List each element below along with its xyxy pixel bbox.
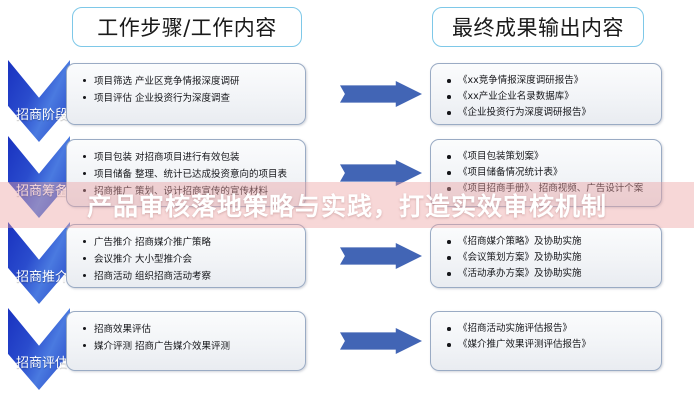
arrow-right-icon [340,160,422,186]
connector-arrow-3 [340,243,422,269]
connector-arrow-1 [340,81,422,107]
work-box-4: 招商效果评估 媒介评测 招商广告媒介效果评测 [66,311,306,371]
arrow-right-icon [340,328,422,354]
list-item: 项目筛选 产业区竞争情报深度调研 [83,73,293,90]
output-box-2: 《项目包装策划案》 《项目储备情况统计表》 《项目招商手册》、招商视频、广告设计… [430,139,662,207]
work-bullet-list-4: 招商效果评估 媒介评测 招商广告媒介效果评测 [83,321,293,355]
work-bullet-list-2: 项目包装 对招商项目进行有效包装 项目储备 整理、统计已达成投资意向的项目表 招… [83,149,293,200]
stage-label-1: 招商阶段 [15,108,68,123]
list-item: 《招商媒介策略》及协助实施 [447,234,649,250]
chevron-down-icon [8,308,70,390]
output-bullet-list-2: 《项目包装策划案》 《项目储备情况统计表》 《项目招商手册》、招商视频、广告设计… [447,149,649,197]
column-header-final-output: 最终成果输出内容 [432,7,644,47]
list-item: 招商效果评估 [83,321,293,338]
output-box-1: 《xx竞争情报深度调研报告》 《xx产业企业名录数据库》 《企业投资行为深度调研… [430,63,662,125]
list-item: 《项目包装策划案》 [447,149,649,165]
list-item: 项目评估 企业投资行为深度调查 [83,90,293,107]
work-bullet-list-1: 项目筛选 产业区竞争情报深度调研 项目评估 企业投资行为深度调查 [83,73,293,107]
connector-arrow-2 [340,160,422,186]
arrow-right-icon [340,81,422,107]
output-box-3: 《招商媒介策略》及协助实施 《会议策划方案》及协助实施 《活动承办方案》及协助实… [430,224,662,288]
work-box-1: 项目筛选 产业区竞争情报深度调研 项目评估 企业投资行为深度调查 [66,63,306,125]
stage-label-3: 招商推介 [15,270,68,285]
stage-label-4: 招商评估 [15,356,68,371]
output-bullet-list-3: 《招商媒介策略》及协助实施 《会议策划方案》及协助实施 《活动承办方案》及协助实… [447,234,649,282]
list-item: 《活动承办方案》及协助实施 [447,266,649,282]
work-bullet-list-3: 广告推介 招商媒介推广策略 会议推介 大小型推介会 招商活动 组织招商活动考察 [83,234,293,285]
list-item: 广告推介 招商媒介推广策略 [83,234,293,251]
list-item: 项目储备 整理、统计已达成投资意向的项目表 [83,166,293,183]
stage-chevron-3: 招商推介 [8,222,70,304]
stage-chevron-2: 招商筹备 [8,136,70,218]
list-item: 《招商活动实施评估报告》 [447,321,649,337]
chevron-down-icon [8,136,70,218]
list-item: 《媒介推广效果评测评估报告》 [447,337,649,353]
list-item: 会议推介 大小型推介会 [83,251,293,268]
stage-chevron-4: 招商评估 [8,308,70,390]
list-item: 《会议策划方案》及协助实施 [447,250,649,266]
stage-label-2: 招商筹备 [15,184,68,199]
list-item: 项目包装 对招商项目进行有效包装 [83,149,293,166]
stage-chevron-1: 招商阶段 [8,60,70,142]
list-item: 招商活动 组织招商活动考察 [83,268,293,285]
list-item: 《项目储备情况统计表》 [447,165,649,181]
list-item: 招商推广 策划、设计招商宣传的宣传材料 [83,183,293,200]
output-bullet-list-1: 《xx竞争情报深度调研报告》 《xx产业企业名录数据库》 《企业投资行为深度调研… [447,73,649,121]
list-item: 媒介评测 招商广告媒介效果评测 [83,338,293,355]
list-item: 《xx产业企业名录数据库》 [447,89,649,105]
output-bullet-list-4: 《招商活动实施评估报告》 《媒介推广效果评测评估报告》 [447,321,649,353]
chevron-down-icon [8,60,70,142]
list-item: 《项目招商手册》、招商视频、广告设计个案 [447,181,649,197]
list-item: 《企业投资行为深度调研报告》 [447,105,649,121]
chevron-down-icon [8,222,70,304]
work-box-3: 广告推介 招商媒介推广策略 会议推介 大小型推介会 招商活动 组织招商活动考察 [66,224,306,288]
output-box-4: 《招商活动实施评估报告》 《媒介推广效果评测评估报告》 [430,311,662,371]
work-box-2: 项目包装 对招商项目进行有效包装 项目储备 整理、统计已达成投资意向的项目表 招… [66,139,306,207]
list-item: 《xx竞争情报深度调研报告》 [447,73,649,89]
connector-arrow-4 [340,328,422,354]
arrow-right-icon [340,243,422,269]
column-header-work-steps: 工作步骤/工作内容 [72,7,302,47]
